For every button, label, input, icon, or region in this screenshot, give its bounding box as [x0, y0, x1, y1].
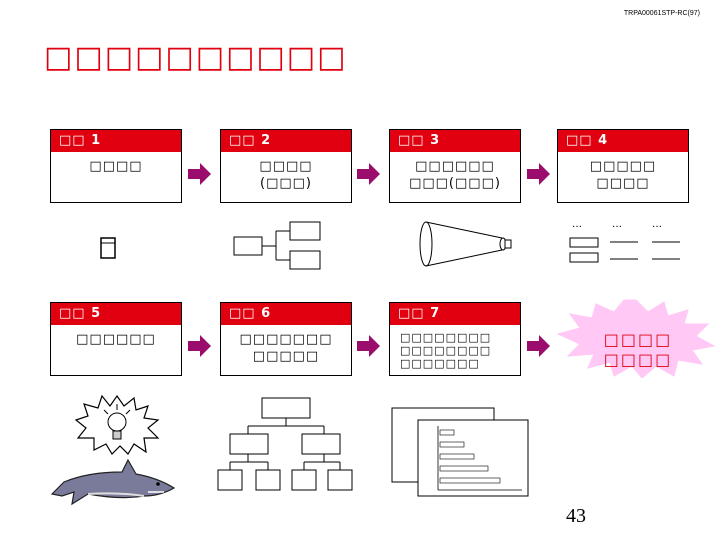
- step-1-box: □□ 1 □□□□: [50, 129, 182, 203]
- step-6-label: □□ 6: [221, 303, 351, 325]
- arrow-right-icon: [188, 163, 211, 185]
- goal-burst-shape: [556, 299, 716, 378]
- megaphone-icon: [419, 221, 512, 267]
- page-number: 43: [566, 505, 586, 527]
- step-6-text: □□□□□□□ □□□□□: [239, 332, 333, 364]
- slide-title: □□□□□□□□□□: [44, 40, 348, 75]
- step-6-box: □□ 6 □□□□□□□ □□□□□: [220, 302, 352, 376]
- step-1-label: □□ 1: [51, 130, 181, 152]
- document-icon: [100, 237, 116, 259]
- step-7-label: □□ 7: [390, 303, 520, 325]
- document-reference: TRPA00061STP-RC(97): [623, 10, 700, 17]
- org-chart-icon: [217, 397, 353, 491]
- step-2-text: □□□□ (□□□): [259, 159, 313, 191]
- gantt-report-icon: [391, 407, 529, 497]
- list-table-icon: … … …: [569, 219, 680, 263]
- goal-text: □□□□ □□□□: [603, 330, 673, 369]
- step-5-box: □□ 5 □□□□□□: [50, 302, 182, 376]
- step-5-label: □□ 5: [51, 303, 181, 325]
- step-4-text: □□□□□ □□□□: [589, 159, 657, 191]
- lightbulb-idea-icon: [74, 394, 160, 455]
- step-3-label: □□ 3: [390, 130, 520, 152]
- arrow-right-icon: [357, 335, 380, 357]
- svg-text:…: …: [612, 219, 622, 230]
- step-4-box: □□ 4 □□□□□ □□□□: [557, 129, 689, 203]
- arrow-right-icon: [357, 163, 380, 185]
- step-7-text: □□□□□□□□ □□□□□□□□ □□□□□□□: [400, 331, 492, 370]
- arrow-right-icon: [188, 335, 211, 357]
- arrow-right-icon: [527, 335, 550, 357]
- step-2-label: □□ 2: [221, 130, 351, 152]
- tree-diagram-icon: [233, 221, 321, 270]
- step-2-box: □□ 2 □□□□ (□□□): [220, 129, 352, 203]
- step-7-box: □□ 7 □□□□□□□□ □□□□□□□□ □□□□□□□: [389, 302, 521, 376]
- step-1-text: □□□□: [89, 159, 143, 174]
- step-3-text: □□□□□□ □□□(□□□): [409, 159, 501, 191]
- step-5-text: □□□□□□: [76, 332, 156, 347]
- svg-text:…: …: [652, 219, 662, 230]
- step-3-box: □□ 3 □□□□□□ □□□(□□□): [389, 129, 521, 203]
- step-4-label: □□ 4: [558, 130, 688, 152]
- shark-icon: [50, 458, 176, 506]
- arrow-right-icon: [527, 163, 550, 185]
- svg-text:…: …: [572, 219, 582, 230]
